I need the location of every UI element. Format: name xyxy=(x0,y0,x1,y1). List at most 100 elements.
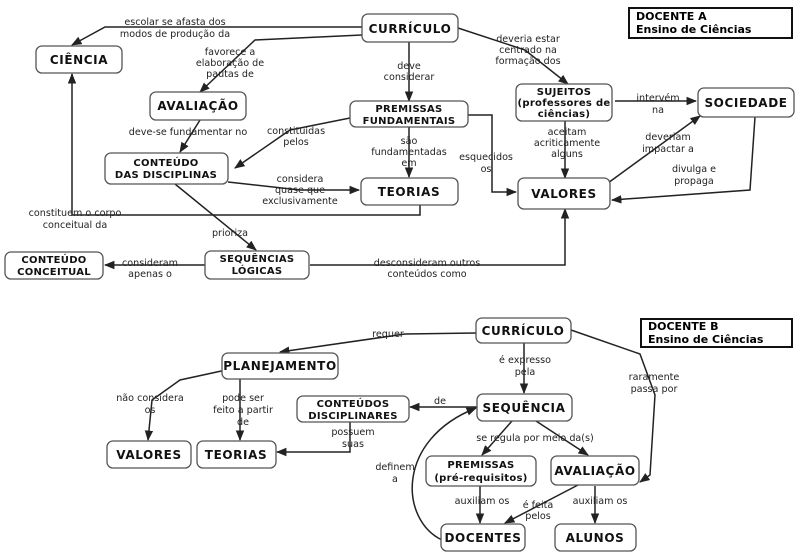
link-label: exclusivamente xyxy=(262,196,338,207)
node-curriculo: CURRÍCULO xyxy=(361,13,459,43)
edge-teorias-ciencia xyxy=(67,72,421,216)
node-sequencias: SEQUÊNCIAS LÓGICAS xyxy=(204,250,310,280)
node-valores: VALORES xyxy=(517,177,611,210)
link-label: apenas o xyxy=(128,269,172,280)
link-label: pela xyxy=(515,367,536,378)
link-label: escolar se afasta dos xyxy=(124,17,225,28)
link-label: favorece a xyxy=(205,47,256,58)
map-a-title-line-1: DOCENTE A xyxy=(636,10,707,23)
edge-premissas-valores xyxy=(468,114,518,197)
link-label: constituem o corpo xyxy=(29,208,122,219)
map-b-title-box xyxy=(640,318,793,348)
map-b-title-line-2: Ensino de Ciências xyxy=(648,333,764,346)
link-label: suas xyxy=(342,439,364,450)
link-label: pelos xyxy=(283,137,309,148)
link-label: se regula por meio da(s) xyxy=(476,433,594,444)
node-label-1: PREMISSAS xyxy=(375,104,442,115)
link-label: deveriam xyxy=(645,132,690,143)
link-label: alguns xyxy=(551,149,583,160)
link-label: raramente xyxy=(629,372,680,383)
map-a-edges xyxy=(67,26,756,270)
link-label: de xyxy=(434,396,446,407)
link-label: fundamentadas xyxy=(371,147,446,158)
node-label: AVALIAÇÃO xyxy=(157,98,238,113)
link-label: pautas de xyxy=(206,69,254,80)
link-label: é feita xyxy=(523,499,554,511)
node-label-2: FUNDAMENTAIS xyxy=(363,116,456,127)
node-label-2: (pré-requisitos) xyxy=(434,472,527,484)
link-label: acriticamente xyxy=(534,138,600,149)
edge-sociedade-valores xyxy=(610,116,756,204)
node-label: SOCIEDADE xyxy=(704,96,787,110)
edge-valores-sociedade xyxy=(607,115,701,184)
link-label: conteúdos como xyxy=(387,268,466,280)
link-label: possuem xyxy=(331,427,374,438)
node-premissas: PREMISSAS FUNDAMENTAIS xyxy=(349,100,469,128)
edge-curriculo-avaliacao xyxy=(199,34,363,93)
edge-conteudo-teorias xyxy=(227,181,361,195)
node-label-1: CONTEÚDO xyxy=(133,156,198,169)
edge-sequencias-valores xyxy=(310,207,570,266)
node-label: CURRÍCULO xyxy=(369,21,452,36)
node-sociedade: SOCIEDADE xyxy=(697,87,795,118)
node-teorias: TEORIAS xyxy=(360,177,459,206)
link-label: esquecidos xyxy=(459,152,513,163)
link-label: feito a partir xyxy=(213,405,273,416)
node-label-2: CONCEITUAL xyxy=(17,267,91,278)
map-b-link-labels: requer é expresso pela raramente passa p… xyxy=(116,329,679,522)
node-b-planejamento: PLANEJAMENTO xyxy=(221,352,339,380)
edge-b-curriculo-avaliacao xyxy=(570,329,656,483)
edge-b-sequencia-premissas xyxy=(481,420,513,456)
link-label: pode ser xyxy=(222,393,264,404)
link-label: quase que xyxy=(275,185,325,196)
node-b-curriculo: CURRÍCULO xyxy=(475,317,572,344)
link-label: auxiliam os xyxy=(573,496,628,507)
node-label: ALUNOS xyxy=(566,531,625,545)
link-label: não considera xyxy=(116,393,184,404)
link-label: elaboração de xyxy=(196,58,264,69)
link-label: considerar xyxy=(384,72,435,83)
map-a-title-line-2: Ensino de Ciências xyxy=(636,23,752,36)
node-label: CIÊNCIA xyxy=(50,52,108,67)
map-a-link-labels: escolar se afasta dos modos de produção … xyxy=(29,17,717,280)
link-label: deveria estar xyxy=(496,34,560,45)
node-label-2: DAS DISCIPLINAS xyxy=(115,170,217,181)
link-label: pelos xyxy=(525,511,551,522)
link-label: propaga xyxy=(674,176,714,187)
map-a-nodes: DOCENTE A Ensino de Ciências CURRÍCULO C… xyxy=(4,7,795,280)
link-label: modos de produção da xyxy=(120,29,230,40)
node-label-3: ciências) xyxy=(538,108,591,120)
link-label: conceitual da xyxy=(43,220,107,231)
node-conteudo-conceitual: CONTEÚDO CONCEITUAL xyxy=(4,251,104,280)
link-label: requer xyxy=(372,329,404,340)
edge-avaliacao-conteudo xyxy=(179,119,201,153)
link-label: deve-se fundamentar no xyxy=(129,127,248,138)
map-a-title-box xyxy=(628,7,793,39)
link-label: divulga e xyxy=(672,164,716,175)
edge-b-conteudos-teorias xyxy=(275,422,351,457)
edge-b-sequencia-avaliacao xyxy=(535,420,589,456)
link-label: aceitam xyxy=(548,127,587,138)
edge-curriculo-ciencia xyxy=(71,26,362,46)
map-b-nodes: DOCENTE B Ensino de Ciências CURRÍCULO P… xyxy=(106,317,793,552)
edge-b-docentes-sequencia xyxy=(411,407,477,541)
node-b-docentes: DOCENTES xyxy=(440,523,526,552)
node-label-1: CONTEÚDO xyxy=(21,253,86,266)
map-b-title-line-1: DOCENTE B xyxy=(648,320,719,333)
link-label: auxiliam os xyxy=(455,496,510,507)
edge-curriculo-sujeitos xyxy=(457,27,569,85)
node-ciencia: CIÊNCIA xyxy=(35,45,123,74)
edge-premissas-conteudo xyxy=(234,117,351,169)
link-label: deve xyxy=(397,61,421,72)
link-label: constituídas xyxy=(267,125,325,137)
node-label: DOCENTES xyxy=(444,531,521,545)
link-label: considera xyxy=(277,174,324,185)
link-label: definem xyxy=(375,462,414,473)
link-label: em xyxy=(401,158,416,169)
node-label: CURRÍCULO xyxy=(482,323,565,338)
node-label: SEQUÊNCIA xyxy=(483,400,566,415)
node-label: AVALIAÇÃO xyxy=(554,463,635,478)
node-avaliacao: AVALIAÇÃO xyxy=(149,91,247,121)
link-label: consideram xyxy=(122,258,178,269)
